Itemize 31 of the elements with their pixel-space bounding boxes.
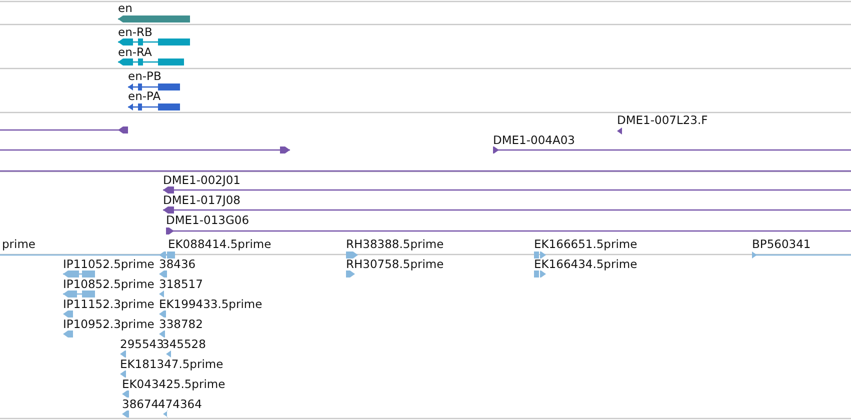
feature-label: RH38388.5prime [346,238,444,251]
feature-label: 38674 [122,398,159,411]
feature-label: en-RB [118,26,152,39]
feature-label: DME1-013G06 [166,214,250,227]
feature-label: 474364 [158,398,202,411]
feature-label: IP11152.3prime [63,298,154,311]
feature-label: EK166651.5prime [534,238,638,251]
feature-label: BP560341 [752,238,811,251]
feature-label: 38436 [159,258,196,271]
feature-label: DME1-007L23.F [617,114,708,127]
feature-label: EK043425.5prime [122,378,226,391]
feature-label: 318517 [159,278,203,291]
feature-label: 295543 [120,338,164,351]
feature-label: IP10952.3prime [63,318,154,331]
feature-label: en-PA [128,90,161,103]
feature-label: DME1-017J08 [163,194,240,207]
feature-label: 338782 [159,318,203,331]
feature-label: en [118,2,132,15]
feature-label: DME1-004A03 [493,134,575,147]
feature-label: DME1-002J01 [163,174,240,187]
feature-label: EK181347.5prime [120,358,224,371]
feature-label: en-PB [128,70,162,83]
feature-label: en-RA [118,46,152,59]
feature-label: RH30758.5prime [346,258,444,271]
feature-label: prime [2,238,36,251]
feature-label: EK199433.5prime [159,298,262,311]
feature-label: EK166434.5prime [534,258,638,271]
feature-label: EK088414.5prime [168,238,272,251]
feature-label: 345528 [162,338,206,351]
feature-label: IP11052.5prime [63,258,154,271]
feature-label: IP10852.5prime [63,278,154,291]
